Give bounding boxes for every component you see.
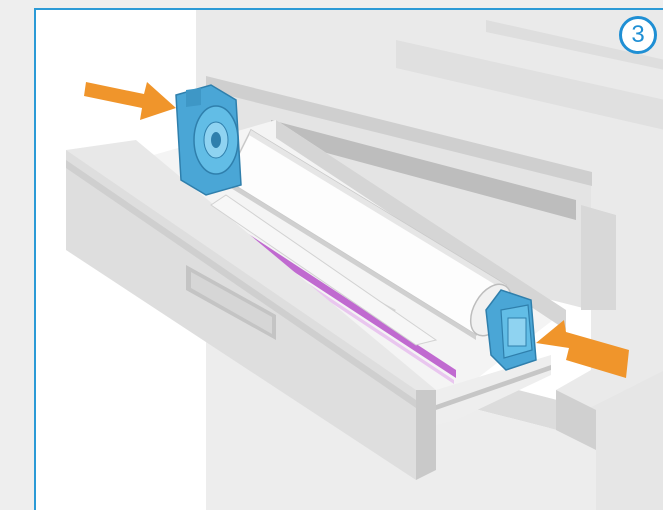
arrow-left-icon: [536, 320, 629, 378]
drawer-front: [66, 140, 551, 480]
left-spindle-hub: [175, 84, 242, 196]
illustration-frame: 3: [34, 8, 663, 510]
arrow-right-icon: [84, 82, 176, 120]
paper-roll: [210, 128, 513, 346]
step-number-badge: 3: [619, 16, 657, 54]
drawer-illustration: [36, 10, 663, 510]
right-spindle-hub: [485, 289, 537, 371]
